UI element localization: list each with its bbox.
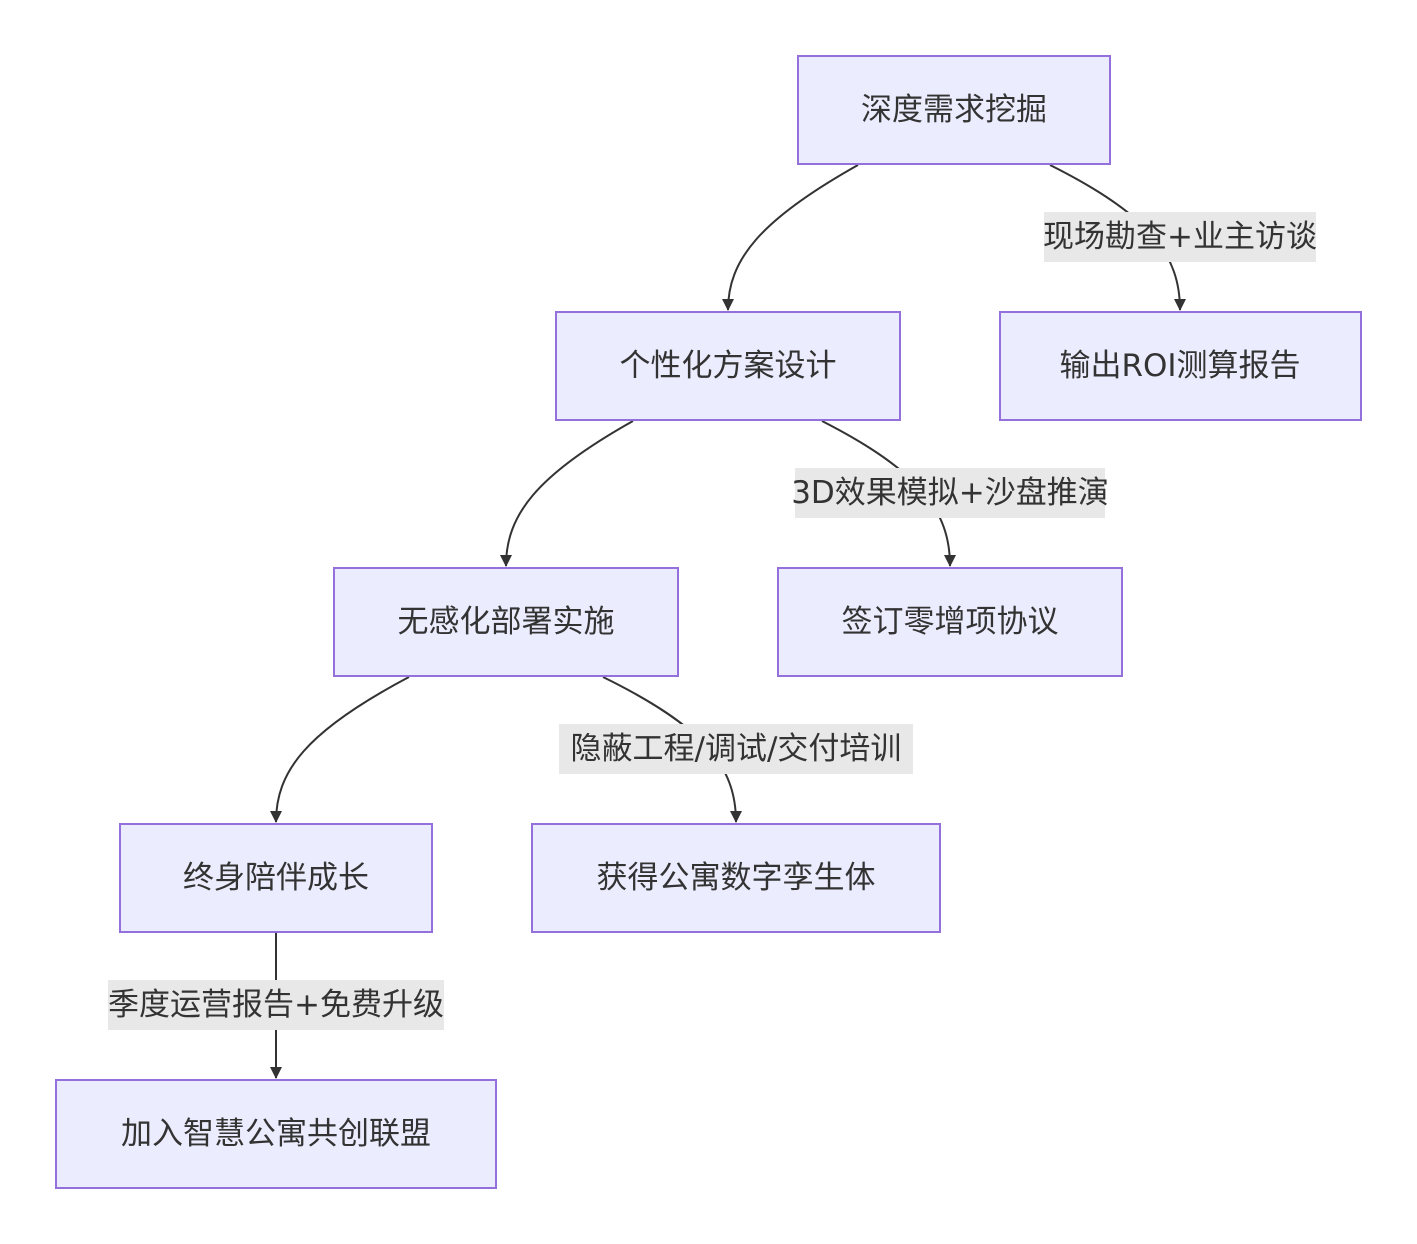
edge-label-n1-n3: 现场勘查+业主访谈 [1043,212,1317,262]
node-personalized-plan-design[interactable]: 个性化方案设计 [555,311,901,421]
svg-text:输出ROI测算报告: 输出ROI测算报告 [1059,348,1300,384]
node-lifelong-companion[interactable]: 终身陪伴成长 [119,823,433,933]
svg-text:季度运营报告+免费升级: 季度运营报告+免费升级 [108,987,444,1023]
edge-n1-n2 [722,164,859,311]
svg-text:现场勘查+业主访谈: 现场勘查+业主访谈 [1043,219,1317,255]
edge-label-n4-n7: 隐蔽工程/调试/交付培训 [559,724,913,774]
svg-text:签订零增项协议: 签订零增项协议 [842,604,1059,640]
node-co-creation-alliance[interactable]: 加入智慧公寓共创联盟 [55,1079,497,1189]
svg-text:终身陪伴成长: 终身陪伴成长 [183,860,369,896]
svg-text:隐蔽工程/调试/交付培训: 隐蔽工程/调试/交付培训 [571,731,902,767]
svg-text:加入智慧公寓共创联盟: 加入智慧公寓共创联盟 [121,1116,431,1152]
node-digital-twin[interactable]: 获得公寓数字孪生体 [531,823,941,933]
node-deep-demand-mining[interactable]: 深度需求挖掘 [797,55,1111,165]
svg-text:深度需求挖掘: 深度需求挖掘 [861,92,1047,128]
edge-label-n6-n8: 季度运营报告+免费升级 [108,980,444,1030]
edge-n2-n4 [500,420,634,567]
svg-text:获得公寓数字孪生体: 获得公寓数字孪生体 [597,860,876,896]
node-seamless-deployment[interactable]: 无感化部署实施 [333,567,679,677]
node-zero-extra-agreement[interactable]: 签订零增项协议 [777,567,1123,677]
node-roi-report[interactable]: 输出ROI测算报告 [999,311,1362,421]
edge-label-n2-n5: 3D效果模拟+沙盘推演 [791,468,1109,518]
svg-text:3D效果模拟+沙盘推演: 3D效果模拟+沙盘推演 [791,475,1109,511]
edge-n4-n6 [270,676,410,823]
svg-text:无感化部署实施: 无感化部署实施 [398,604,615,640]
svg-text:个性化方案设计: 个性化方案设计 [620,348,837,384]
